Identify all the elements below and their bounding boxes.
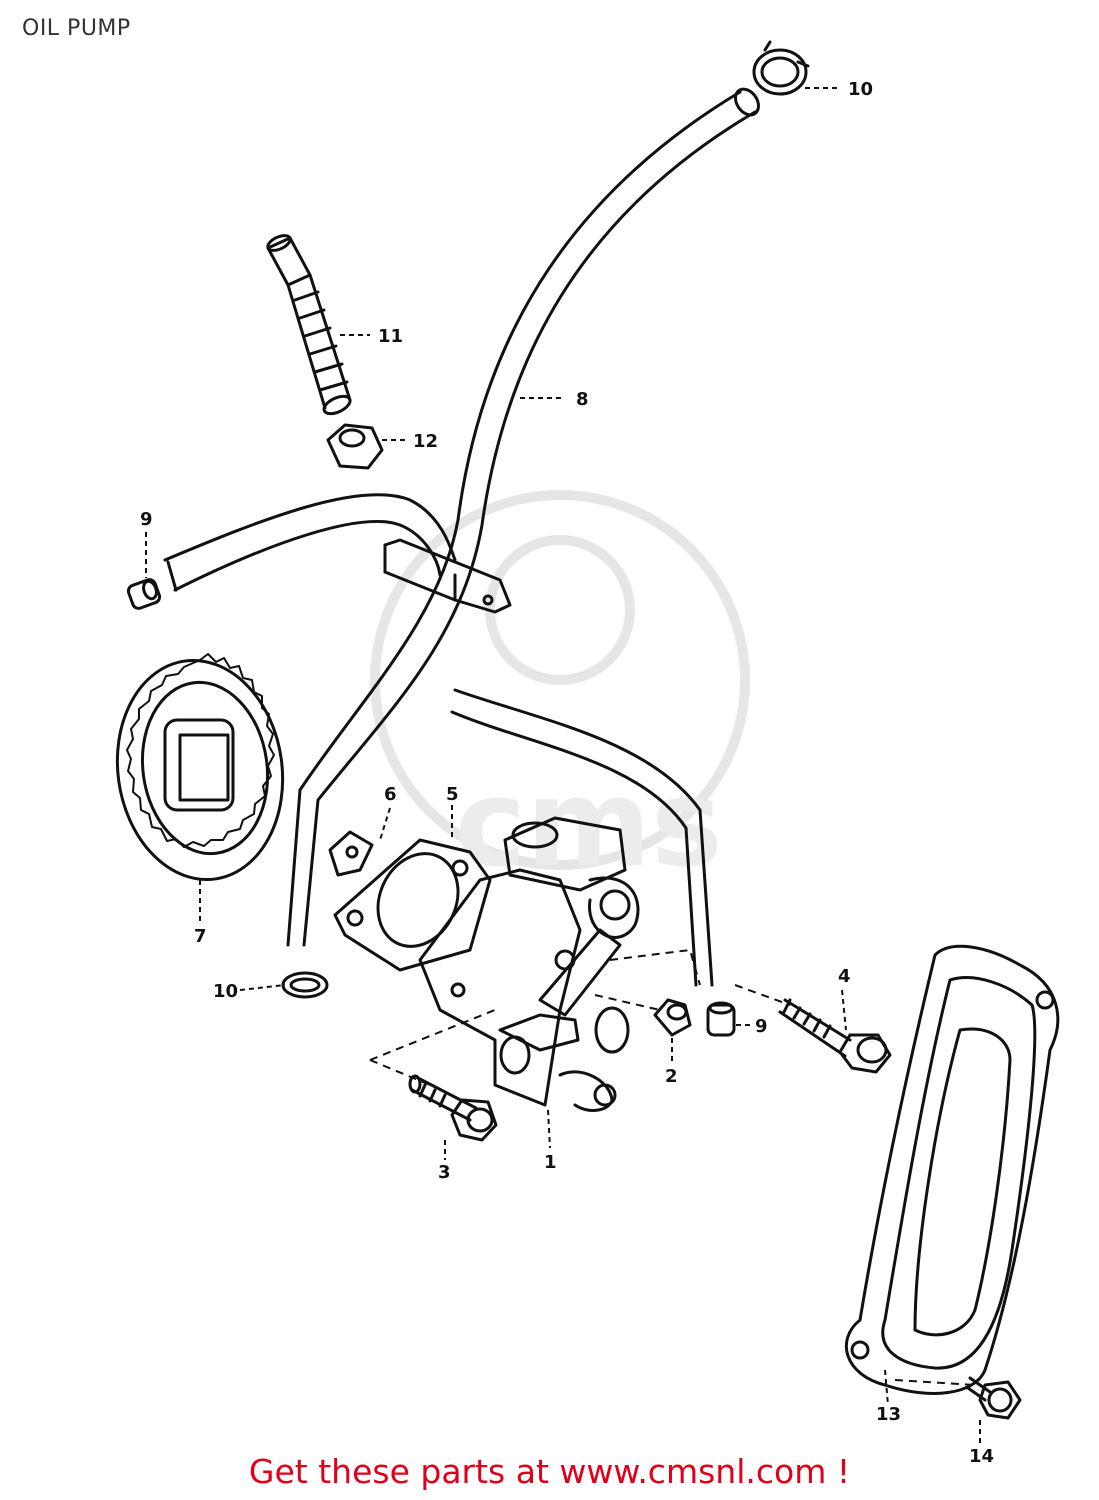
leader-line-1 bbox=[547, 1109, 551, 1149]
pump-gear bbox=[115, 653, 285, 882]
callout-3: 3 bbox=[438, 1162, 451, 1183]
drain-plug bbox=[653, 998, 692, 1037]
oil-pump-body bbox=[418, 816, 640, 1112]
leader-line-10-bottom bbox=[239, 984, 286, 991]
callout-14: 14 bbox=[969, 1446, 994, 1467]
callout-1: 1 bbox=[544, 1152, 557, 1173]
leader-line-13 bbox=[884, 1369, 889, 1406]
parts-diagram: cms bbox=[115, 40, 1060, 1467]
watermark-logo: cms bbox=[370, 490, 750, 894]
mounting-bolt-short bbox=[408, 1074, 498, 1142]
cover-gasket bbox=[844, 944, 1060, 1395]
callout-9-right: 9 bbox=[755, 1016, 768, 1037]
callout-12: 12 bbox=[413, 431, 438, 452]
assembly-line-gasket bbox=[609, 948, 701, 986]
hose-clamp-small bbox=[328, 830, 374, 877]
assembly-line-bolt3-a bbox=[369, 1009, 496, 1061]
callout-7: 7 bbox=[194, 926, 207, 947]
oil-hose-main bbox=[286, 87, 760, 987]
leader-line-6 bbox=[379, 807, 391, 841]
callout-10-bottom: 10 bbox=[213, 981, 238, 1002]
callout-13: 13 bbox=[876, 1404, 901, 1425]
mounting-bolt-long bbox=[778, 998, 892, 1074]
hose-clip-top bbox=[752, 40, 810, 96]
hose-bracket bbox=[383, 538, 512, 614]
hose-clip-bottom bbox=[281, 971, 329, 999]
callout-10-top: 10 bbox=[848, 79, 873, 100]
leader-line-4 bbox=[841, 989, 847, 1031]
callout-4: 4 bbox=[838, 966, 851, 987]
callout-6: 6 bbox=[384, 784, 397, 805]
assembly-line-screw bbox=[894, 1379, 976, 1386]
callout-5: 5 bbox=[446, 784, 459, 805]
callout-11: 11 bbox=[378, 326, 403, 347]
hose-cap-left bbox=[126, 578, 162, 610]
footer-link[interactable]: Get these parts at www.cmsnl.com ! bbox=[248, 1452, 851, 1491]
callout-9-left: 9 bbox=[140, 509, 153, 530]
assembly-line-bolt4 bbox=[734, 984, 791, 1006]
banjo-bolt bbox=[266, 234, 352, 416]
cover-screw bbox=[966, 1376, 1022, 1420]
assembly-line-bolt3-b bbox=[369, 1059, 431, 1086]
hose-cap-right bbox=[706, 1001, 736, 1037]
assembly-line-plug bbox=[594, 994, 661, 1011]
callout-2: 2 bbox=[665, 1066, 678, 1087]
callout-8: 8 bbox=[576, 389, 589, 410]
hex-nut bbox=[326, 423, 384, 470]
page-title: OIL PUMP bbox=[22, 16, 131, 41]
